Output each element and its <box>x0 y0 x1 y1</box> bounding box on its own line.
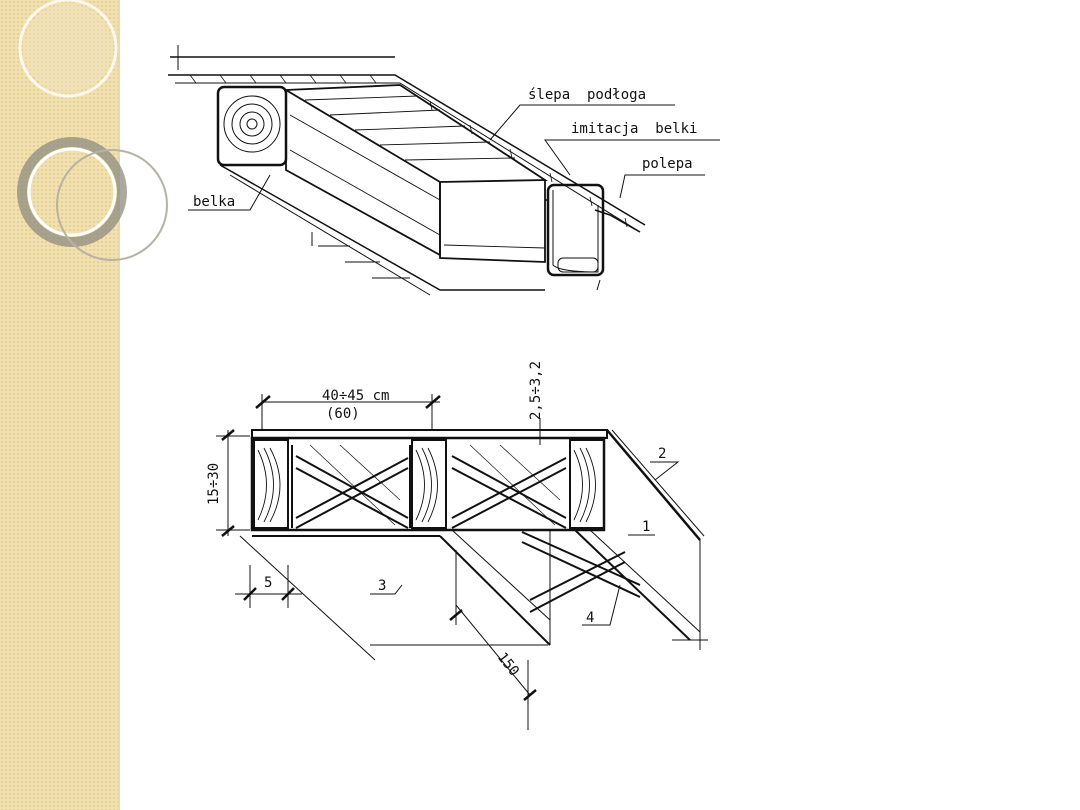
label-slepa-podloga: ślepa podłoga <box>528 87 646 103</box>
dim-spacing-alt: (60) <box>326 406 360 422</box>
dim-gap: 5 <box>264 575 272 591</box>
bottom-figure-labels: 40÷45 cm (60) 2,5÷3,2 15÷30 5 150 1 2 3 … <box>206 361 666 679</box>
label-imitacja-belki: imitacja belki <box>571 121 697 137</box>
label-polepa: polepa <box>642 156 693 172</box>
callout-2: 2 <box>658 446 666 462</box>
label-belka: belka <box>193 194 235 210</box>
dim-spacing: 40÷45 cm <box>322 388 389 404</box>
dim-board-thickness: 2,5÷3,2 <box>528 361 544 420</box>
callout-4: 4 <box>586 610 594 626</box>
dim-length: 150 <box>494 650 522 680</box>
callout-3: 3 <box>378 578 386 594</box>
ceiling-perspective-drawing <box>168 45 720 296</box>
top-figure-labels: ślepa podłoga imitacja belki polepa belk… <box>193 87 697 210</box>
sidebar-decoration <box>0 0 120 810</box>
callout-1: 1 <box>642 519 650 535</box>
decorative-rings <box>17 0 168 261</box>
sidebar-divider <box>118 0 120 810</box>
dim-beam-height: 15÷30 <box>206 463 222 505</box>
ceiling-cross-section-drawing <box>216 394 708 730</box>
